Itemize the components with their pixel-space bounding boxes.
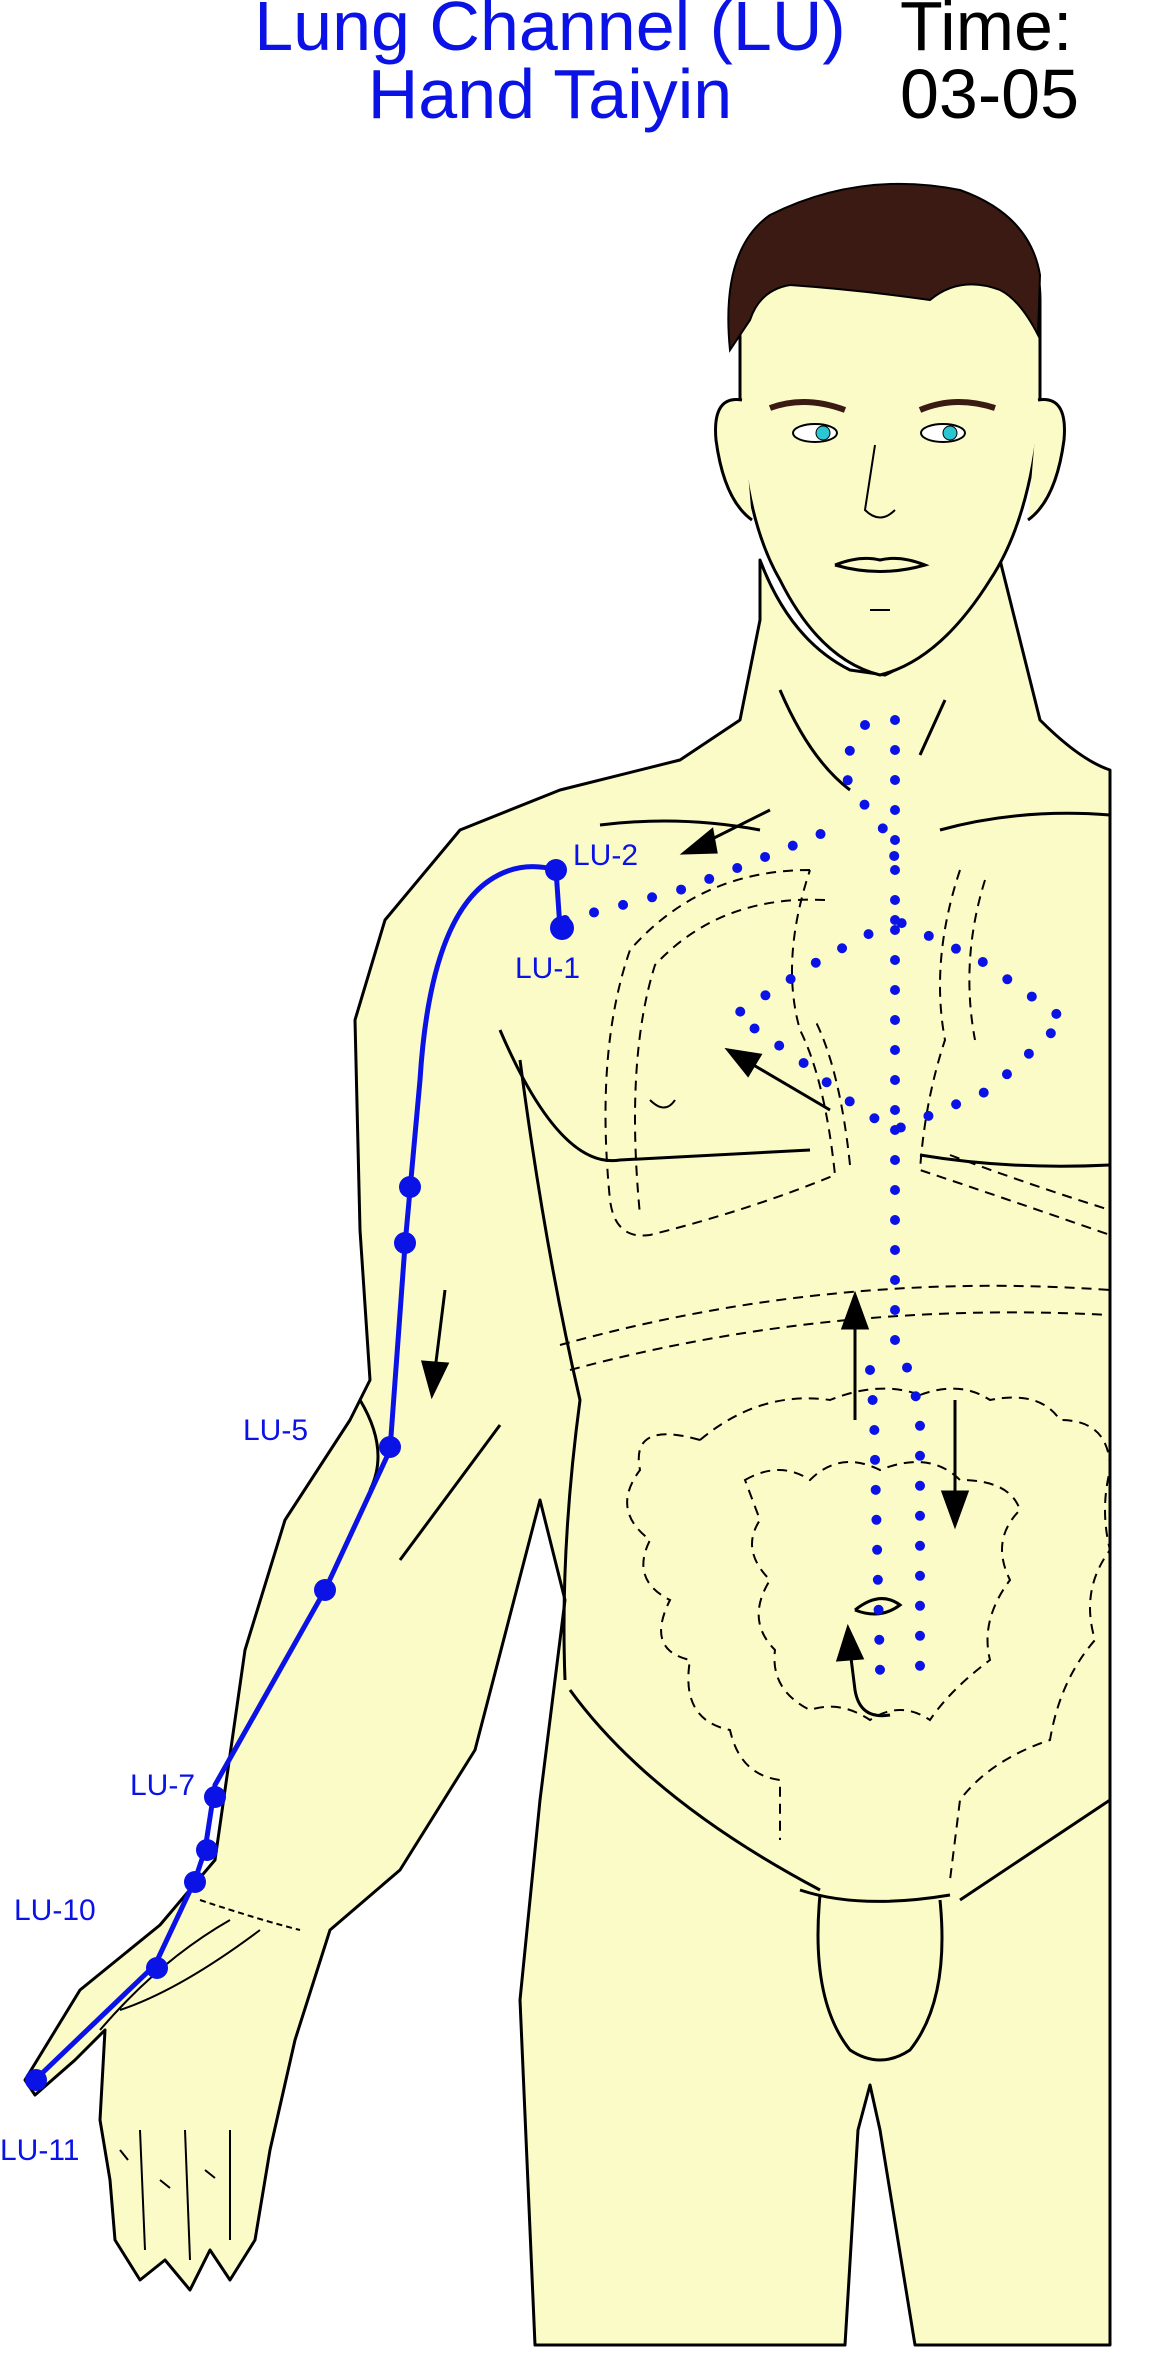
groin-lines [568,1689,1111,2062]
nose [863,444,896,519]
large-intestine [626,1387,1112,1881]
arrowhead-curve-navel [835,1623,865,1662]
point-lu11 [25,2069,47,2091]
neck-line-right [918,699,947,756]
label-lu11: LU-11 [0,2134,79,2167]
arrowhead-to-lung [724,1047,763,1078]
label-lu5: LU-5 [243,1414,308,1447]
mouth [834,556,930,573]
title-line-2: Hand Taiyin [367,55,733,133]
title-line-1: Lung Channel (LU) [254,0,846,65]
point-lu5 [379,1436,401,1458]
wrist-crease [199,1899,301,1931]
label-lu1: LU-1 [515,952,580,985]
point-lu1 [550,916,574,940]
diaphragm-line-1 [559,1284,1111,1346]
right-iris [942,425,958,441]
arrowhead-down-abdomen [940,1490,970,1530]
pectoral-right [919,1153,1111,1168]
label-lu2: LU-2 [573,839,638,872]
diagram-title: Lung Channel (LU) Hand Taiyin [140,0,960,133]
point-lu9 [184,1871,206,1893]
internal-path-abdomen [865,1125,925,1685]
label-lu10: LU-10 [14,1894,96,1927]
point-lu2 [545,859,567,881]
lung-meridian-line [33,864,563,2082]
label-lu7: LU-7 [130,1769,195,1802]
left-iris [815,425,831,441]
collarbone-right [939,811,1111,832]
pectoral-left [498,1029,811,1163]
point-lu10 [146,1957,168,1979]
right-lung [918,869,1111,1236]
torso-left-edge [518,1059,582,1681]
right-eyebrow [918,398,996,413]
point-lu8 [196,1839,218,1861]
neck-line-left [778,689,851,792]
time-block: Time: 03-05 [900,0,1120,133]
internal-path-lungs [726,915,1073,1136]
time-value: 03-05 [900,55,1080,133]
arrowhead-upper-arm [420,1360,450,1400]
left-eyebrow [768,398,847,413]
point-lu4 [394,1232,416,1254]
hair [727,182,1042,353]
internal-channel [560,715,1073,1685]
arrow-to-lung [744,1058,831,1112]
arrow-curve-navel [848,1649,891,1718]
fingers [119,2129,231,2261]
arrow-upper-arm [433,1289,447,1371]
left-lung-inner [634,898,851,1216]
left-lung [604,869,837,1237]
acupoints [25,859,574,2091]
point-lu6 [314,1579,336,1601]
nipple [649,1099,676,1109]
flow-arrows [420,808,970,1718]
arrowhead-chest-to-clavicle [679,827,718,855]
small-intestine [743,1461,1022,1722]
diaphragm-line-2 [569,1311,1111,1371]
time-label: Time: [900,0,1073,65]
arrowhead-up-abdomen [840,1290,870,1330]
point-lu3 [399,1176,421,1198]
collarbone-left [599,819,761,832]
right-ear [1027,398,1066,522]
navel [854,1597,903,1616]
left-ear [714,398,753,522]
point-lu7 [204,1786,226,1808]
right-lung-inner [949,879,1111,1211]
